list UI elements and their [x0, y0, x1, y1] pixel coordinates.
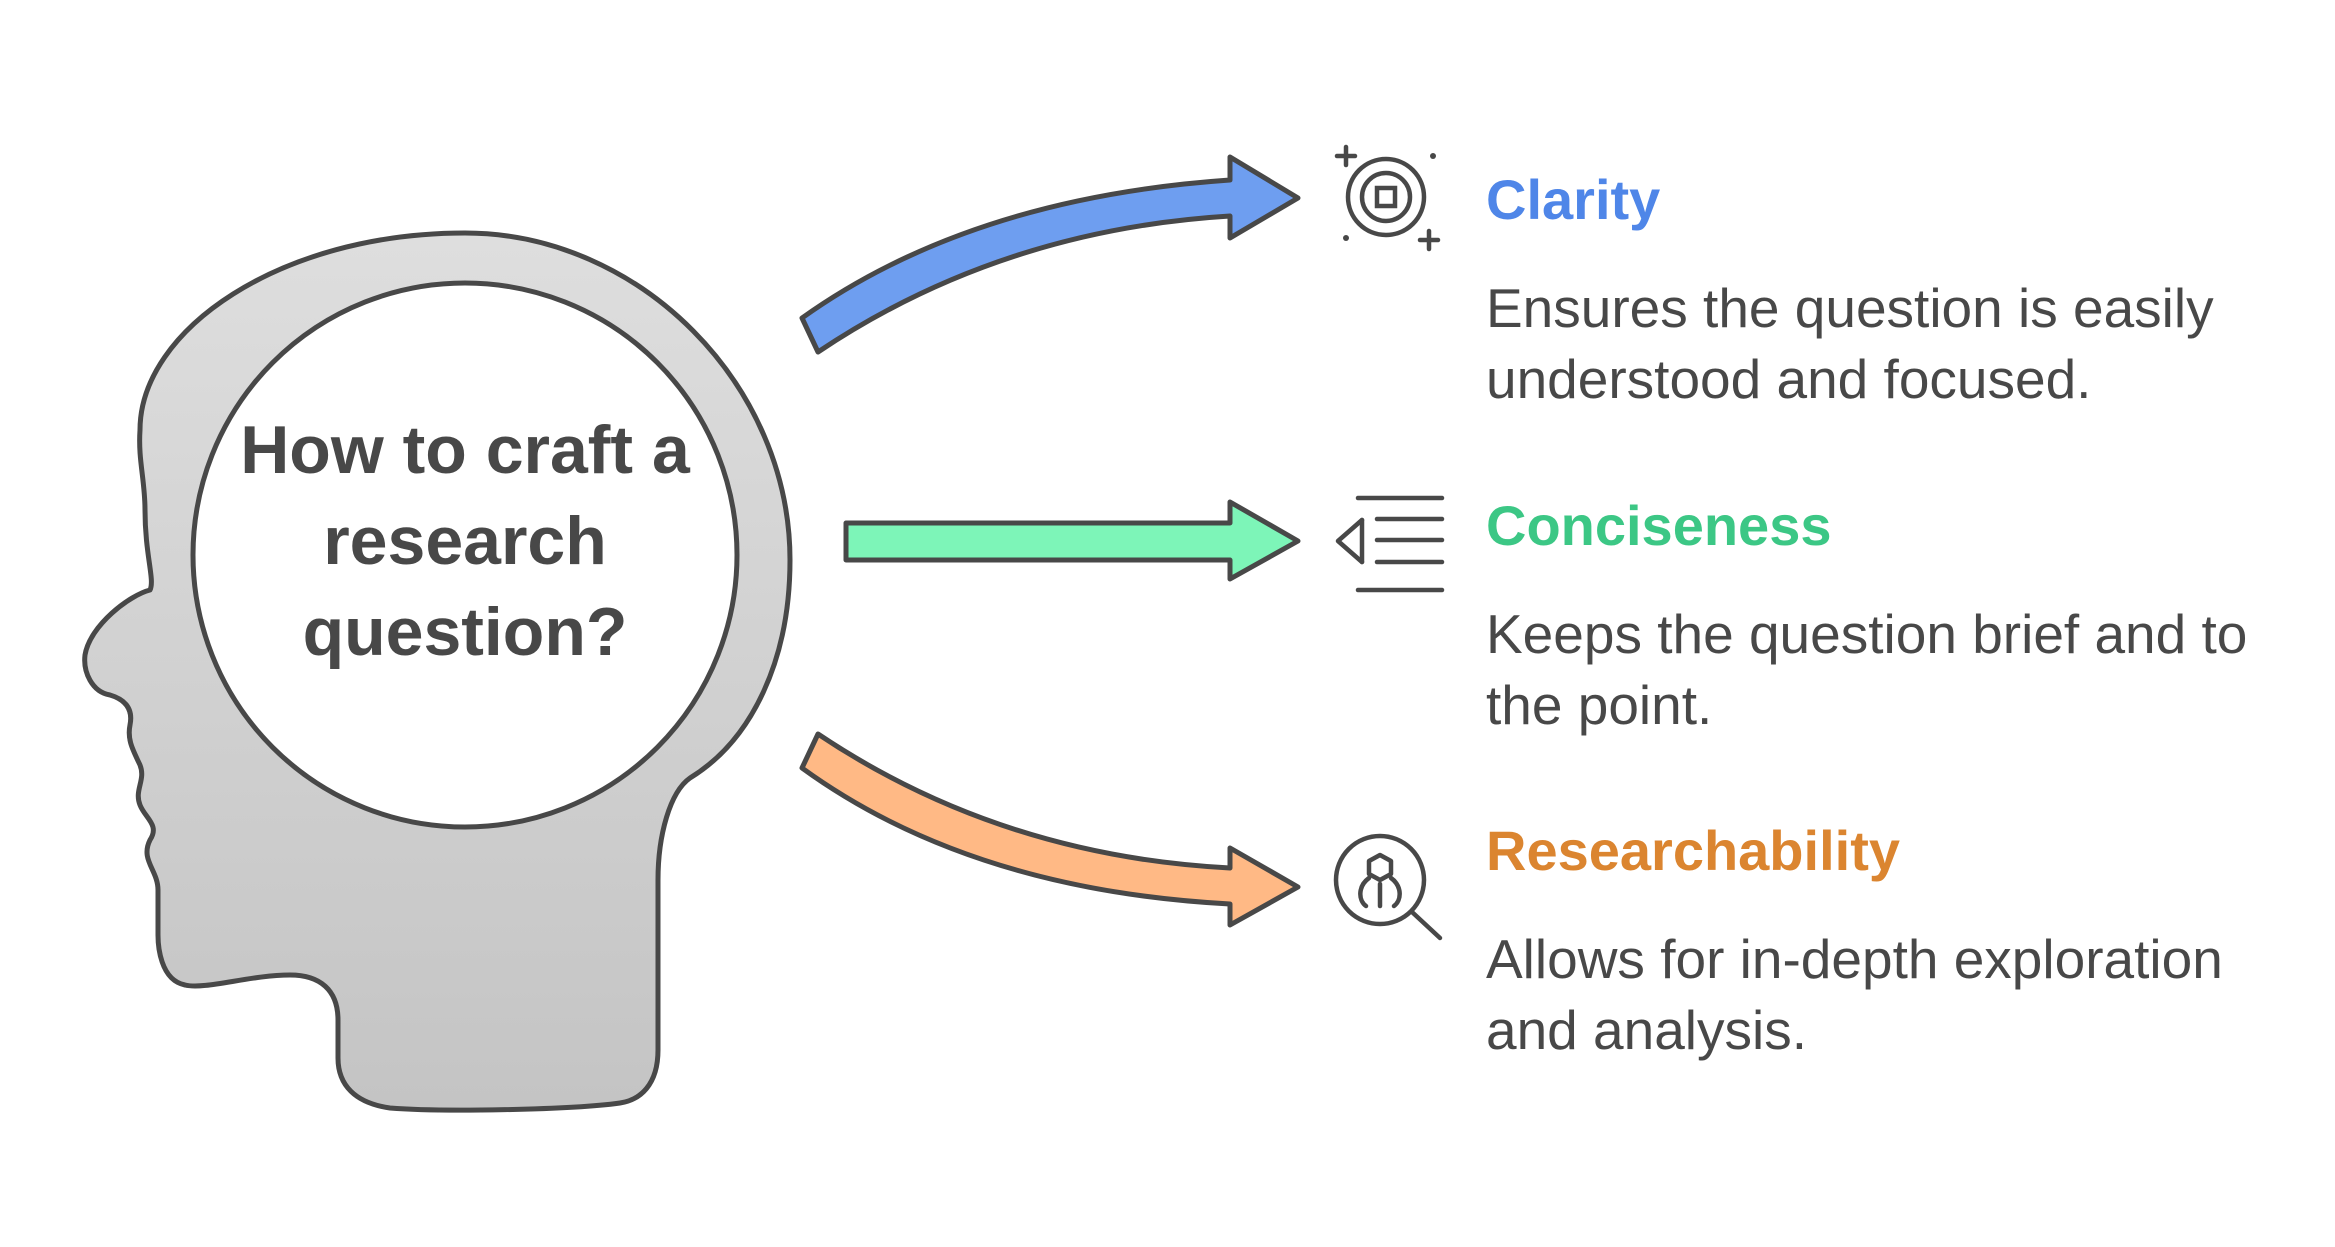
arrow-researchability: [799, 731, 1301, 928]
clarity-title: Clarity: [1486, 168, 1661, 231]
conciseness-description: Keeps the question brief and to the poin…: [1486, 603, 2248, 736]
indent-list-icon: [1335, 495, 1445, 593]
clarity-description: Ensures the question is easily understoo…: [1486, 277, 2214, 410]
researchability-description: Allows for in-depth exploration and anal…: [1486, 928, 2223, 1061]
target-icon: [1334, 144, 1441, 252]
researchability-title: Researchability: [1486, 819, 1900, 882]
search-analysis-icon: [1333, 833, 1443, 941]
head-inner-circle: [190, 280, 740, 830]
arrow-clarity: [799, 154, 1301, 355]
head-title: How to craft a research question?: [240, 412, 690, 670]
arrow-conciseness: [843, 499, 1301, 582]
conciseness-title: Conciseness: [1486, 494, 1832, 557]
